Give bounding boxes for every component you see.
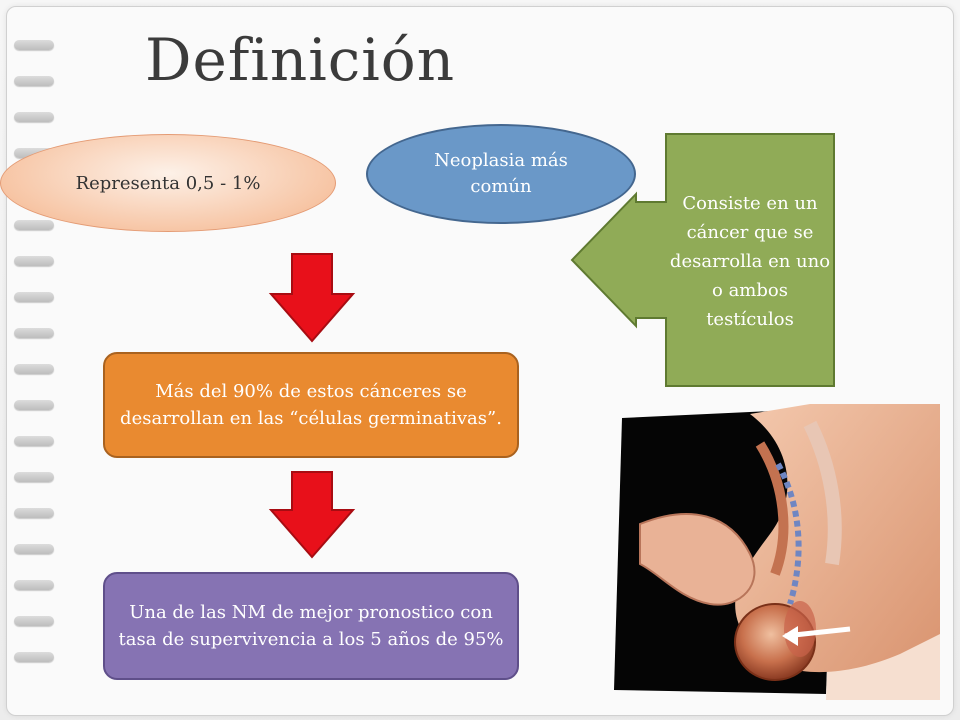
left-arrow-callout — [570, 133, 835, 387]
callout-text: Consiste en un cáncer que se desarrolla … — [669, 192, 831, 330]
testicle-anatomy-illustration — [614, 404, 940, 700]
red-down-arrow-icon — [268, 471, 356, 559]
box-celulas-germinativas-text: Más del 90% de estos cánceres se desarro… — [120, 381, 502, 429]
oval-neoplasia-text: Neoplasia más común — [434, 150, 568, 197]
oval-representa: Representa 0,5 - 1% — [0, 134, 336, 232]
oval-representa-text: Representa 0,5 - 1% — [75, 172, 261, 194]
slide-title: Definición — [145, 26, 456, 94]
oval-neoplasia: Neoplasia más común — [366, 124, 636, 224]
box-celulas-germinativas: Más del 90% de estos cánceres se desarro… — [103, 352, 519, 458]
box-supervivencia-text: Una de las NM de mejor pronostico con ta… — [118, 602, 504, 650]
red-down-arrow-icon — [268, 253, 356, 343]
notebook-binding — [14, 0, 54, 720]
box-supervivencia: Una de las NM de mejor pronostico con ta… — [103, 572, 519, 680]
